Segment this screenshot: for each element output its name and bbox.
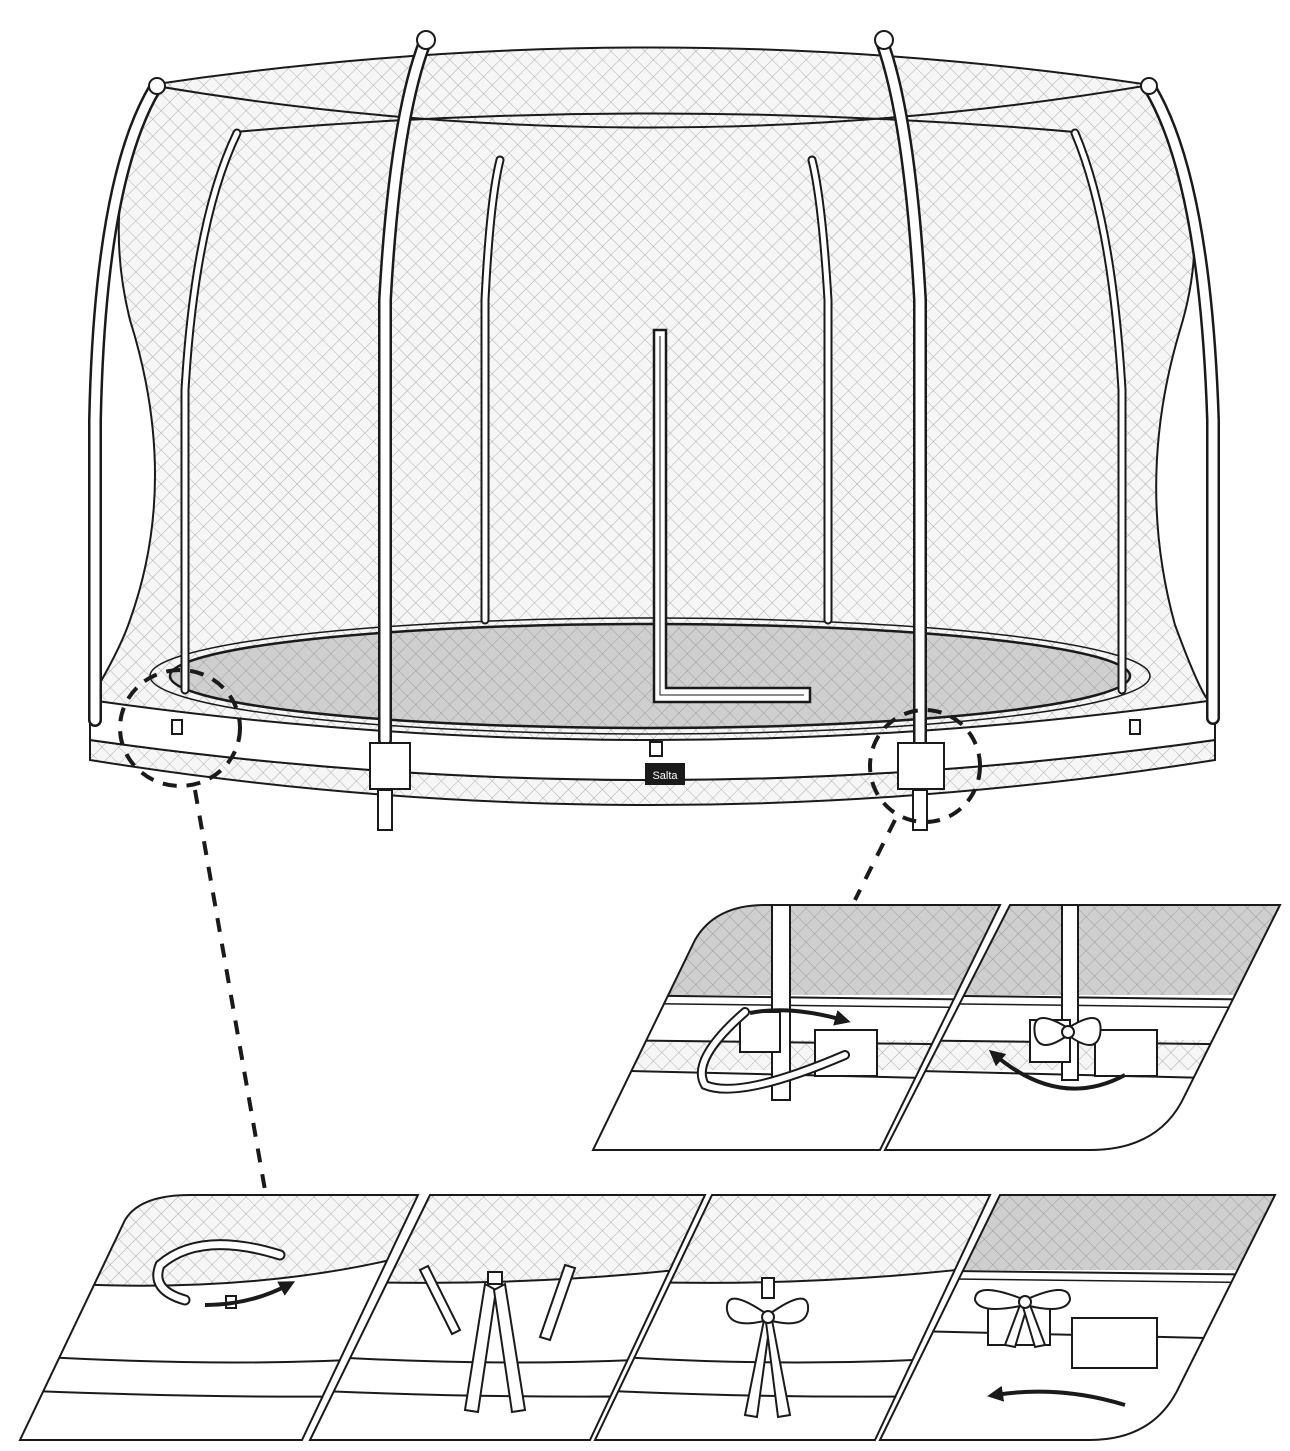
l-shaped-tool: [652, 328, 812, 704]
detail-panels-top: [591, 904, 1282, 1151]
bow-knot-net: [725, 1277, 810, 1419]
arrow-right: [204, 1281, 296, 1307]
detail-panels-bottom: [18, 1194, 1277, 1441]
bow-knot: [1033, 1017, 1102, 1046]
arrow-clockwise: [749, 1008, 851, 1026]
trampoline-main: Salta: [88, 30, 1220, 1191]
arrow-counter-clockwise: [988, 1049, 1126, 1091]
arrow-left: [987, 1385, 1126, 1407]
pole-legs: [377, 789, 928, 831]
pad-clips: [171, 719, 1141, 790]
detail-panel-bottom-1: [18, 1194, 420, 1441]
jumping-mat: [168, 622, 1132, 730]
leader-line-right: [853, 819, 897, 901]
detail-circle-left: [118, 668, 242, 788]
detail-circle-right: [868, 708, 982, 824]
pole-caps: [148, 30, 1158, 95]
leader-line-left: [193, 789, 267, 1191]
brand-logo: [645, 763, 685, 785]
brand-logo-text: Salta: [652, 770, 678, 782]
net-inner-ring: [234, 112, 1076, 133]
